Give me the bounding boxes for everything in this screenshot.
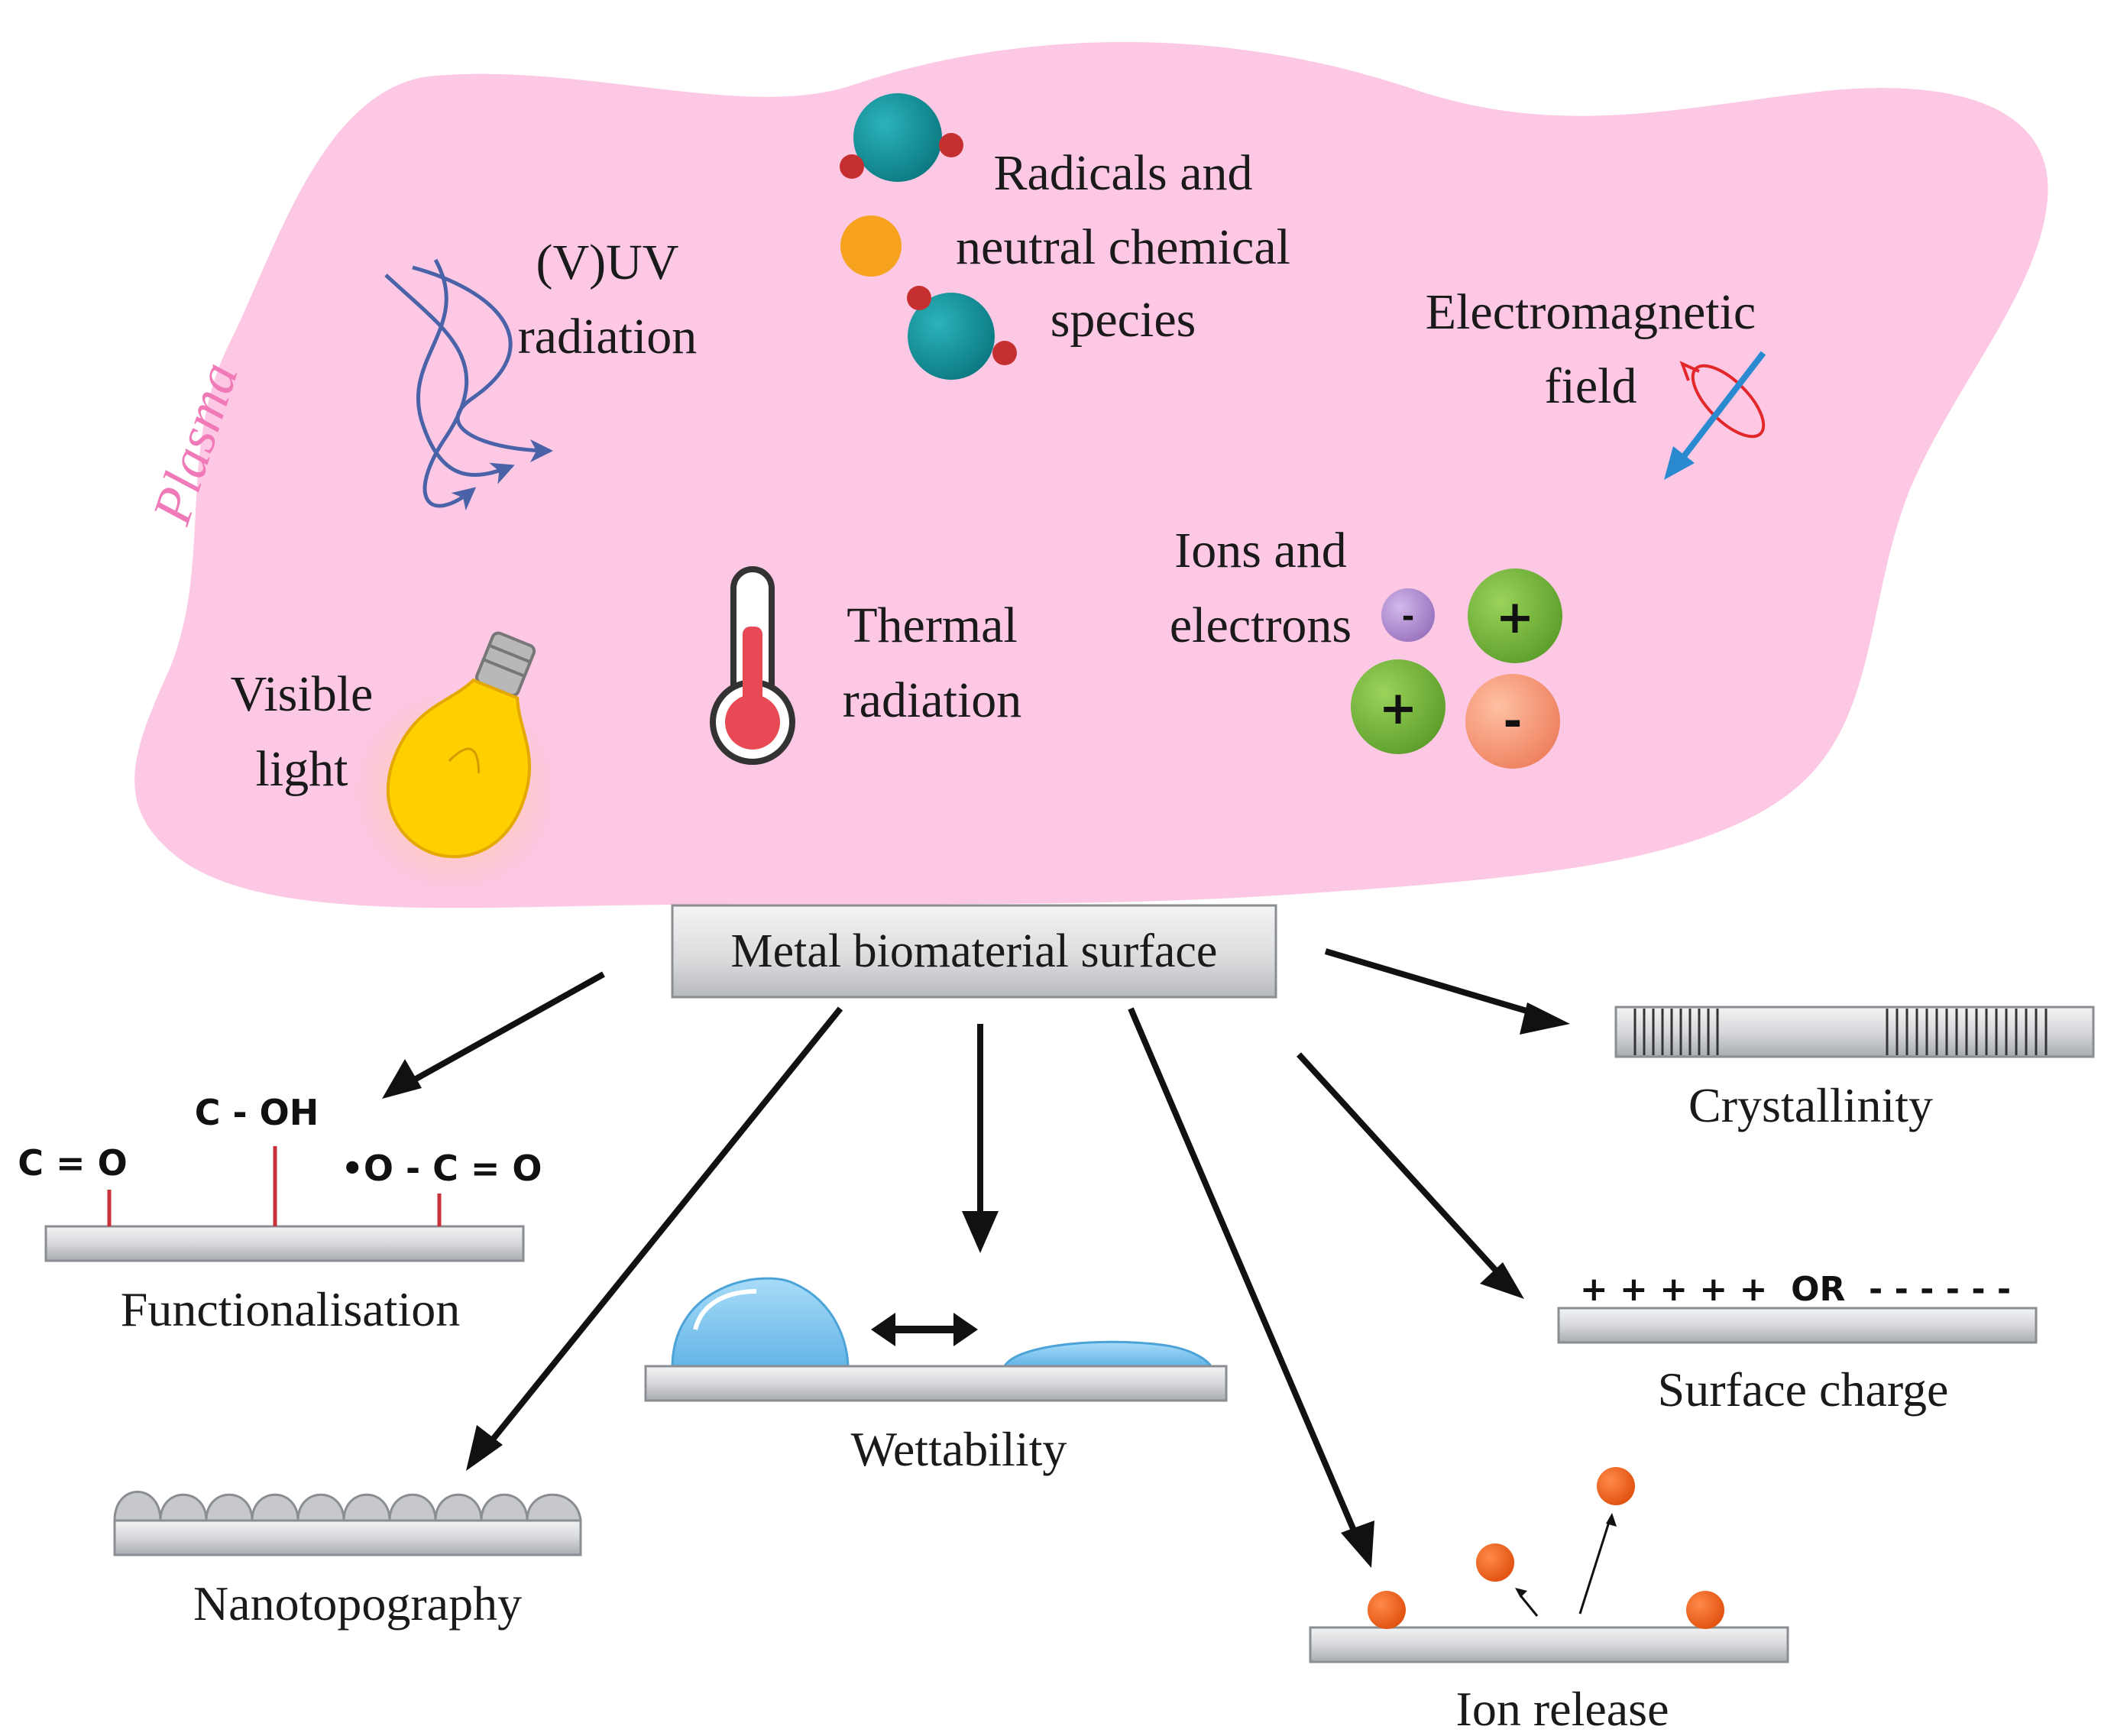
em-label-line1: Electromagnetic — [1426, 284, 1756, 340]
nanotopography-label: Nanotopography — [193, 1576, 522, 1631]
ion-release-label: Ion release — [1456, 1682, 1669, 1736]
positive-ion-2-icon: + — [1351, 659, 1445, 754]
effect-arrows — [403, 948, 1541, 1537]
surface-charge-slab — [1557, 1307, 2038, 1344]
visible-label-line2: light — [255, 741, 348, 797]
plasma-blob — [134, 42, 2048, 908]
em-field-icon — [1664, 351, 1766, 480]
ions-label-line1: Ions and — [1174, 523, 1346, 578]
radical-molecule-icon — [840, 93, 963, 182]
negative-ion-icon: - — [1465, 674, 1560, 769]
light-bulb-icon — [351, 631, 558, 894]
visible-label-line1: Visible — [231, 666, 374, 722]
radicals-label-line3: species — [1051, 292, 1196, 348]
radicals-label-line1: Radicals and — [993, 145, 1252, 201]
neutral-species-icon — [840, 215, 902, 277]
func-group-coh: C - OH — [195, 1092, 319, 1133]
center-box — [671, 904, 1277, 999]
crystallinity-label: Crystallinity — [1688, 1078, 1933, 1132]
radicals-label-line2: neutral chemical — [956, 219, 1290, 275]
svg-text:-: - — [1504, 695, 1523, 748]
center-box-label: Metal biomaterial surface — [731, 925, 1218, 977]
func-group-co: C = O — [18, 1142, 127, 1184]
thermal-label-line2: radiation — [843, 672, 1022, 728]
positive-ion-icon: + — [1468, 568, 1562, 663]
svg-text:+: + — [1496, 591, 1534, 644]
arrow-nanotopography — [486, 1006, 843, 1446]
wettability-label: Wettability — [851, 1422, 1067, 1476]
arrow-functionalisation — [403, 971, 605, 1088]
thermometer-icon — [710, 566, 795, 765]
functionalisation-label: Functionalisation — [121, 1282, 460, 1336]
surface-charge-text: + + + + + OR - - - - - - — [1580, 1270, 2011, 1309]
electron-icon: - — [1381, 588, 1435, 642]
arrow-crystallinity — [1324, 948, 1541, 1018]
surface-charge-label: Surface charge — [1658, 1362, 1949, 1417]
functionalisation-panel — [44, 1146, 525, 1262]
svg-text:-: - — [1402, 599, 1415, 634]
vuv-label-line1: (V)UV — [536, 235, 679, 290]
svg-text:+: + — [1379, 682, 1417, 735]
crystallinity-panel — [1614, 1006, 2095, 1058]
thermal-label-line1: Thermal — [847, 598, 1018, 653]
arrow-heads — [382, 1002, 1570, 1568]
wettability-panel — [644, 1277, 1228, 1402]
em-label-line2: field — [1545, 358, 1637, 414]
radical-molecule-2-icon — [907, 286, 1017, 380]
arrow-surface-charge — [1297, 1052, 1500, 1274]
func-group-oco: •O - C = O — [341, 1148, 542, 1189]
arrow-ion-release — [1128, 1007, 1359, 1537]
uv-rays-icon — [384, 258, 553, 511]
vuv-label-line2: radiation — [518, 309, 698, 364]
ion-release-panel — [1309, 1467, 1789, 1663]
nanotopography-panel — [113, 1491, 582, 1556]
ions-label-line2: electrons — [1170, 598, 1352, 653]
